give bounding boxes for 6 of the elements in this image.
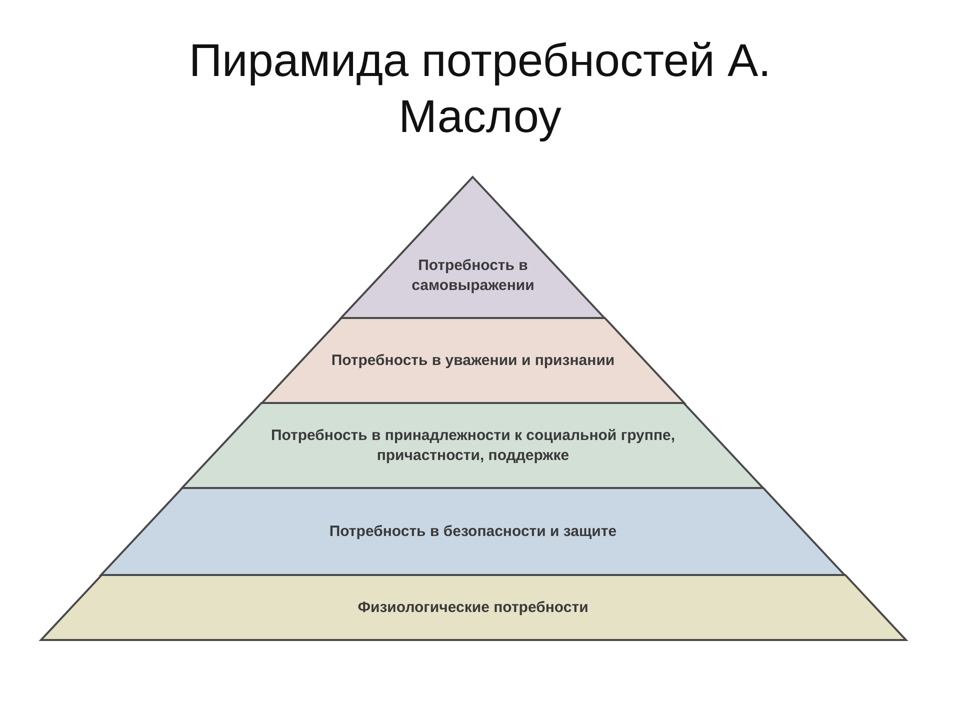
diagram-title: Пирамида потребностей А. Маслоу [188, 33, 772, 144]
level-label: Потребность в уважении и признании [330, 350, 616, 370]
level-label: Потребность в принадлежности к социальной группе, причастности, поддержке [270, 426, 676, 466]
level-label: Потребность в безопасности и защите [328, 522, 618, 542]
level-label: Потребность в самовыражении [410, 256, 536, 296]
level-label: Физиологические потребности [356, 598, 590, 618]
